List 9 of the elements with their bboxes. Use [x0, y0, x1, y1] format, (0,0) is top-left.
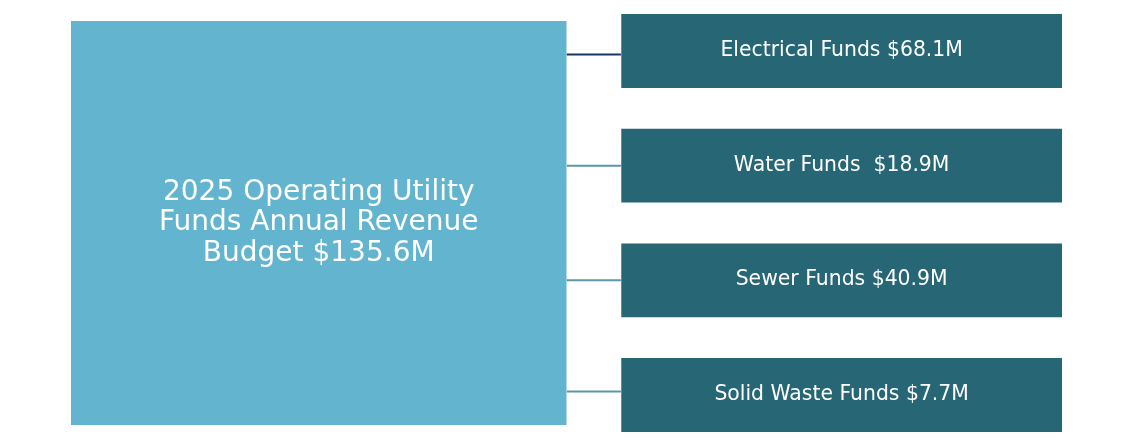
node-box: Sewer Funds $40.9M	[621, 242, 1062, 317]
node-box: 2025 Operating Utility Funds Annual Revenue Budget $135.6M	[71, 20, 567, 425]
connector	[565, 390, 622, 392]
node-box: Water Funds $18.9M	[621, 128, 1062, 203]
connector	[565, 278, 622, 281]
connector	[565, 164, 622, 167]
connector	[565, 53, 622, 55]
node-box: Solid Waste Funds $7.7M	[621, 357, 1062, 432]
node-box: Electrical Funds $68.1M	[621, 13, 1062, 88]
